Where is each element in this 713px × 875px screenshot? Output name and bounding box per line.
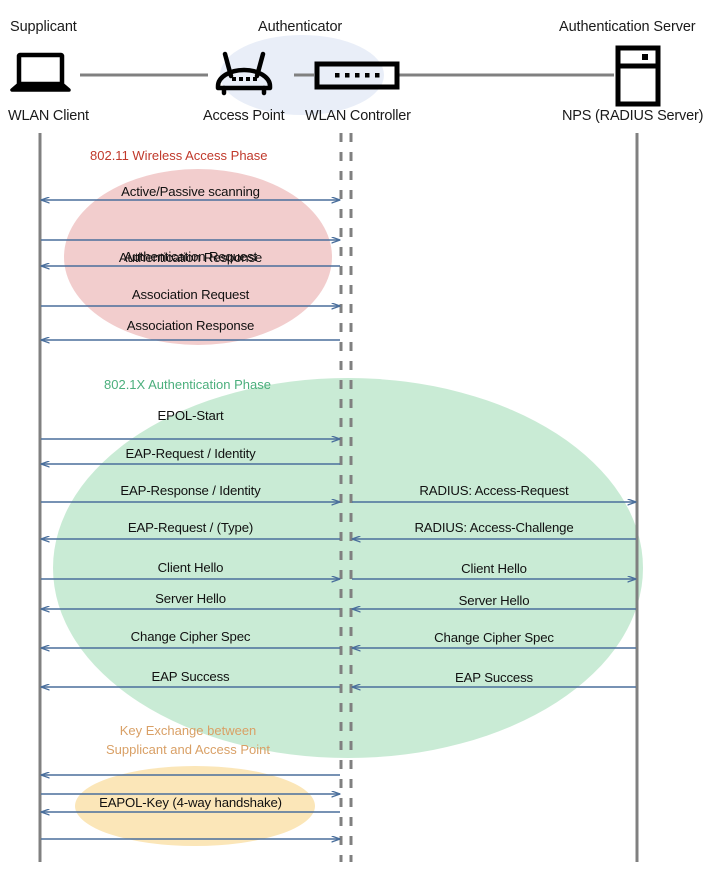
message-arrows — [41, 200, 636, 839]
wireless-access-phase-ellipse — [64, 169, 332, 345]
message-label: Association Request — [131, 287, 250, 302]
key-exchange-phase-ellipse — [75, 766, 315, 846]
message-label: EAP Success — [151, 669, 230, 684]
message-label: Server Hello — [155, 591, 226, 606]
phase-label-dot1x-auth: 802.1X Authentication Phase — [104, 377, 271, 392]
message-label: Active/Passive scanning — [121, 184, 260, 199]
actor-caption-wlan-controller: WLAN Controller — [305, 108, 411, 124]
dot1x-auth-phase-ellipse — [53, 378, 643, 758]
message-label: EAPOL-Key (4-way handshake) — [99, 795, 282, 810]
wireless-router-icon — [215, 51, 273, 96]
message-label: Change Cipher Spec — [130, 629, 251, 644]
message-label: Client Hello — [157, 560, 224, 575]
actor-caption-nps-radius-server: NPS (RADIUS Server) — [562, 108, 704, 124]
phase-label-key-exchange-line2: Supplicant and Access Point — [105, 741, 271, 757]
actor-role-auth-server: Authentication Server — [559, 19, 696, 35]
phase-label-wireless-access: 802.11 Wireless Access Phase — [90, 148, 268, 163]
actor-caption-wlan-client: WLAN Client — [8, 108, 89, 124]
message-label: EAP-Response / Identity — [120, 483, 261, 498]
message-label: RADIUS: Access-Request — [419, 483, 569, 498]
server-rack-icon — [615, 45, 661, 107]
message-label: Change Cipher Spec — [434, 630, 554, 645]
phase-label-key-exchange: Key Exchange between Supplicant and Acce… — [98, 722, 278, 760]
message-label: Authentication Response — [118, 250, 263, 265]
message-label: Authentication Request — [123, 249, 258, 264]
actor-caption-access-point: Access Point — [203, 108, 285, 124]
message-label: EPOL-Start — [157, 408, 224, 423]
actor-role-supplicant: Supplicant — [10, 19, 77, 35]
lifelines — [38, 133, 639, 862]
message-label: EAP Success — [454, 670, 534, 685]
actor-role-authenticator: Authenticator — [258, 19, 343, 35]
phase-label-key-exchange-line1: Key Exchange between — [119, 723, 257, 738]
message-label: EAP-Request / Identity — [125, 446, 256, 461]
message-label: Client Hello — [461, 561, 527, 576]
message-label: RADIUS: Access-Challenge — [414, 520, 574, 535]
phase-ellipses — [53, 169, 643, 846]
message-label: EAP-Request / (Type) — [127, 520, 254, 535]
wlan-controller-icon — [314, 61, 400, 90]
message-label: Association Response — [126, 318, 255, 333]
message-label: Server Hello — [458, 593, 530, 608]
laptop-icon — [10, 52, 71, 92]
